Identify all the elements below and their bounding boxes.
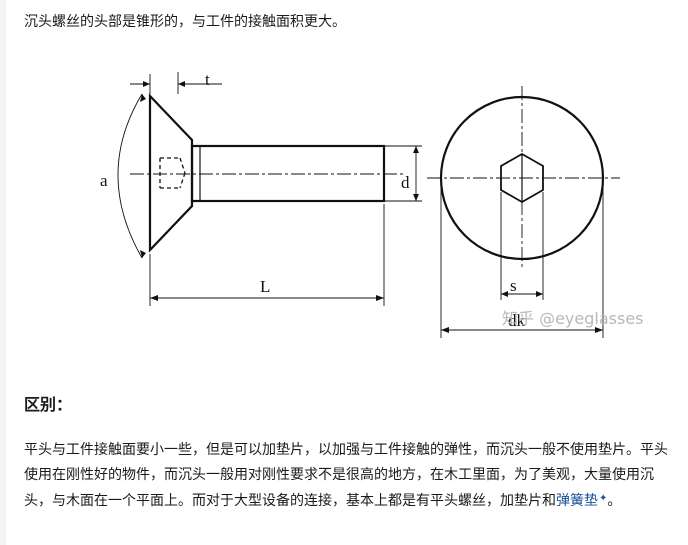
label-a: a	[100, 171, 108, 190]
watermark-text: 知乎 @eyeglasses	[502, 309, 644, 328]
paragraph-main-text: 平头与工件接触面要小一些，但是可以加垫片，以加强与工件接触的弹性，而沉头一般不使…	[24, 442, 668, 509]
screw-drawing-figure: t a d L s dk 知乎 @eyeglasses	[100, 70, 644, 338]
intro-text: 沉头螺丝的头部是锥形的，与工件的接触面积更大。	[24, 14, 346, 30]
label-L: L	[260, 277, 270, 296]
left-margin-bar	[0, 0, 6, 545]
screw-side-view	[148, 93, 386, 253]
label-d: d	[401, 173, 410, 192]
spring-washer-link[interactable]: 弹簧垫	[556, 493, 598, 509]
label-s: s	[510, 276, 517, 295]
section-paragraph: 平头与工件接触面要小一些，但是可以加垫片，以加强与工件接触的弹性，而沉头一般不使…	[24, 438, 670, 514]
label-t: t	[205, 70, 210, 89]
section-heading: 区别：	[24, 395, 73, 414]
link-sparkle-icon: ✦	[599, 493, 608, 504]
paragraph-end-text: 。	[607, 493, 622, 509]
label-dk: dk	[508, 311, 526, 330]
